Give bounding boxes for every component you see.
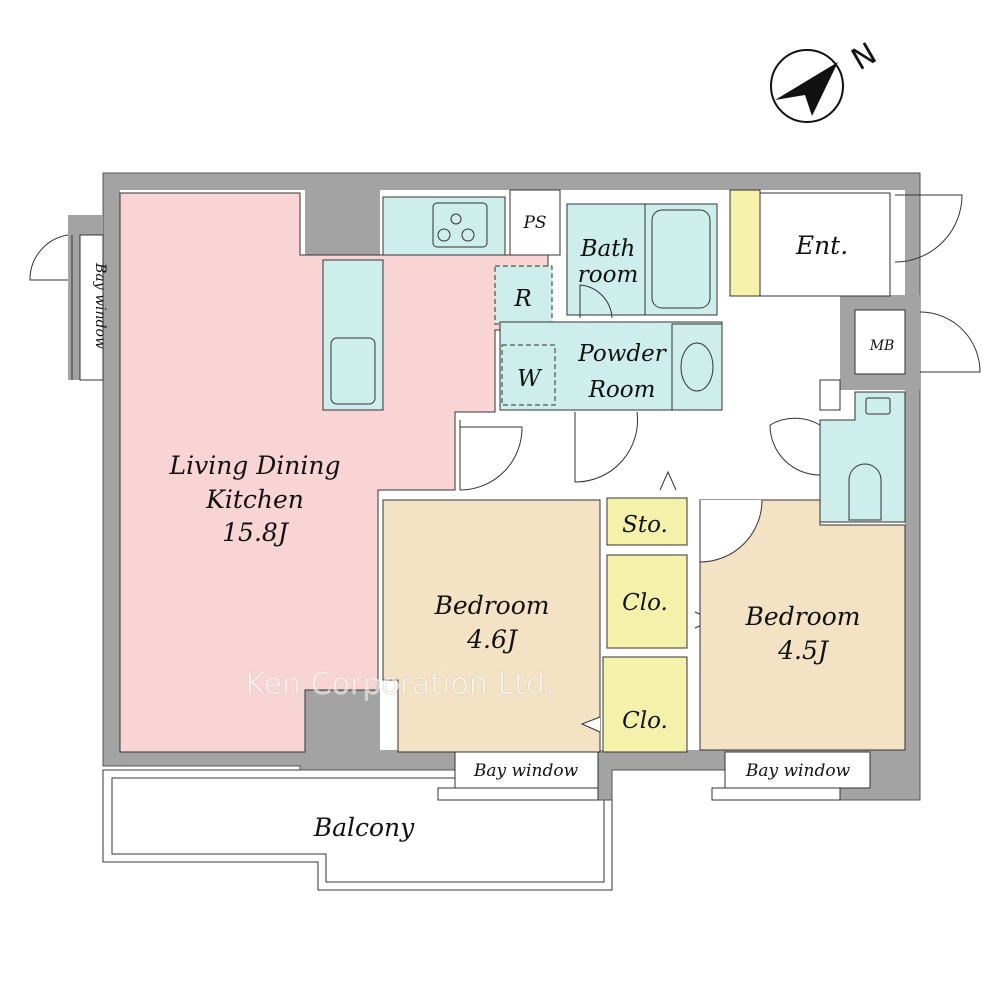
closet-2-door-marker	[580, 716, 601, 733]
bedroom-2-size: 4.5J	[777, 636, 830, 665]
ldk-size: 15.8J	[222, 518, 290, 547]
ps-label: PS	[522, 213, 546, 233]
bay-window-1-label: Bay window	[473, 761, 579, 781]
powder-label-line1: Powder	[577, 341, 667, 367]
room-closet-2	[602, 656, 688, 753]
closet-1-label: Clo.	[622, 590, 668, 616]
storage-label: Sto.	[622, 512, 668, 538]
closet-2-label: Clo.	[622, 708, 668, 734]
powder-door[interactable]	[574, 411, 638, 483]
pipe-space	[819, 379, 841, 411]
toilet-sink-icon	[865, 397, 891, 415]
room-bedroom-1	[382, 499, 601, 753]
bedroom-2-door[interactable]	[699, 499, 763, 563]
bay-window-2-label: Bay window	[745, 761, 851, 781]
ldk-label-line1: Living Dining	[168, 451, 340, 480]
entrance-label: Ent.	[795, 231, 848, 260]
bathroom-label-line2: room	[578, 262, 639, 288]
room-entrance	[759, 192, 891, 297]
vanity-counter	[671, 323, 723, 411]
storage-door-marker	[659, 470, 677, 491]
bedroom-1-size: 4.6J	[466, 625, 519, 654]
toilet-door[interactable]	[769, 417, 821, 476]
ldk-label-line2: Kitchen	[205, 485, 304, 514]
mb-label: MB	[869, 338, 895, 354]
bay-window-2-sash	[711, 787, 841, 801]
powder-label-line2: Room	[588, 377, 656, 403]
shoe-cabinet	[729, 189, 761, 297]
balcony-label: Balcony	[313, 813, 415, 842]
refrigerator-space	[494, 265, 553, 325]
bathroom-label-line1: Bath	[580, 236, 636, 262]
bay-window-left: Bay window	[29, 215, 108, 381]
bedroom-2-label: Bedroom	[745, 602, 861, 631]
bay-window-1	[454, 751, 599, 789]
room-storage	[606, 497, 688, 546]
bathtub-icon	[651, 209, 711, 309]
north-label: N	[846, 36, 883, 78]
north-arrow-icon	[775, 62, 838, 116]
bay-window-1-sash	[437, 787, 599, 801]
room-closet-1	[606, 554, 688, 649]
bathroom-door[interactable]	[579, 284, 613, 319]
bedroom-1-label: Bedroom	[434, 591, 550, 620]
watermark: Ken Corporation Ltd.	[246, 667, 555, 702]
compass: N	[770, 36, 883, 123]
washer-space	[501, 344, 556, 406]
room-ps	[509, 189, 561, 256]
mb-door[interactable]	[919, 311, 981, 373]
room-mb	[854, 309, 906, 375]
room-bedroom-2	[699, 499, 906, 751]
wall-column	[305, 190, 380, 255]
bay-window-left-label: Bay window	[92, 262, 108, 349]
entrance-door[interactable]	[894, 194, 963, 263]
toilet-icon	[848, 463, 882, 521]
washbasin-icon	[680, 342, 714, 392]
refrigerator-label: R	[513, 286, 531, 312]
ldk-door[interactable]	[459, 420, 523, 491]
bay-window-2	[724, 751, 871, 789]
washer-label: W	[517, 366, 543, 392]
wall-column	[305, 690, 380, 766]
sink-icon	[330, 337, 376, 405]
stove-icon	[432, 202, 488, 248]
